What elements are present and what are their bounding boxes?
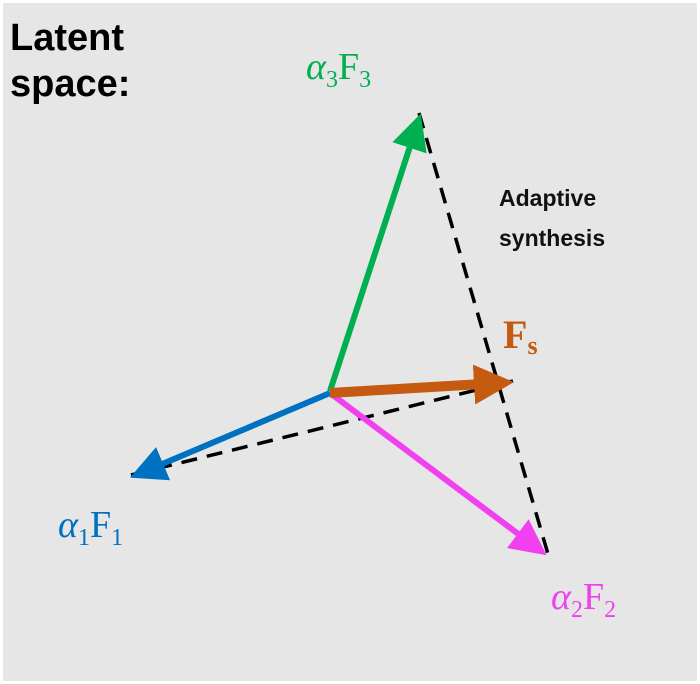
- vector-fs-arrow: [329, 364, 514, 405]
- annotation-line-2: synthesis: [499, 225, 606, 251]
- vector-diagram: [129, 112, 550, 556]
- dashed-line-v1-fs: [130, 379, 514, 477]
- vector-alpha1-f1-arrow: [129, 390, 332, 481]
- diagram-canvas: Latent space: Adaptive synthesis α3F3 α1…: [3, 3, 697, 681]
- title-line-2: space:: [10, 63, 131, 105]
- adaptive-synthesis-annotation: Adaptive synthesis: [499, 178, 605, 258]
- label-alpha3-f3: α3F3: [306, 46, 372, 93]
- vector-alpha2-f2-arrow: [328, 390, 547, 556]
- vector-alpha3-f3-arrow: [327, 113, 427, 392]
- title-line-1: Latent: [10, 17, 124, 59]
- latent-space-title: Latent space:: [10, 15, 130, 107]
- label-alpha1-f1: α1F1: [58, 504, 124, 551]
- label-alpha2-f2: α2F2: [551, 576, 617, 623]
- annotation-line-1: Adaptive: [499, 185, 597, 211]
- label-fs: Fs: [503, 312, 538, 360]
